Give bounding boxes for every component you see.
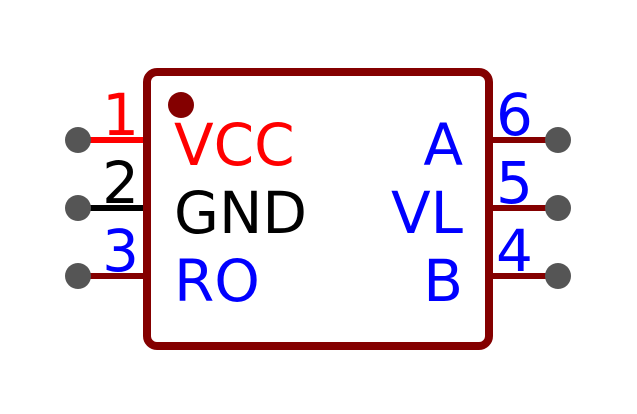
pin-3-name: RO (174, 247, 260, 315)
pin-2-name: GND (174, 179, 307, 247)
pin1-marker-dot (168, 92, 194, 118)
pin-4-name: B (423, 247, 463, 315)
pin-1-endpoint (65, 127, 91, 153)
pins-layer (65, 127, 571, 289)
pin-4-endpoint (545, 263, 571, 289)
ic-body-outline (143, 68, 493, 350)
pin-5-number: 5 (496, 149, 533, 217)
pin-3-endpoint (65, 263, 91, 289)
pin-5-name: VL (391, 179, 463, 247)
pin-1-name: VCC (174, 111, 295, 179)
pin-2-number: 2 (102, 149, 139, 217)
pin-4-number: 4 (496, 217, 533, 285)
pin-6-name: A (423, 111, 463, 179)
pin-2-endpoint (65, 195, 91, 221)
pin-6-number: 6 (496, 81, 533, 149)
pin-6-endpoint (545, 127, 571, 153)
pin-5-endpoint (545, 195, 571, 221)
pin-3-number: 3 (102, 217, 139, 285)
labels-layer: 1 VCC 2 GND 3 RO 6A5 VL 4B (102, 81, 533, 315)
pin-1-number: 1 (102, 81, 139, 149)
